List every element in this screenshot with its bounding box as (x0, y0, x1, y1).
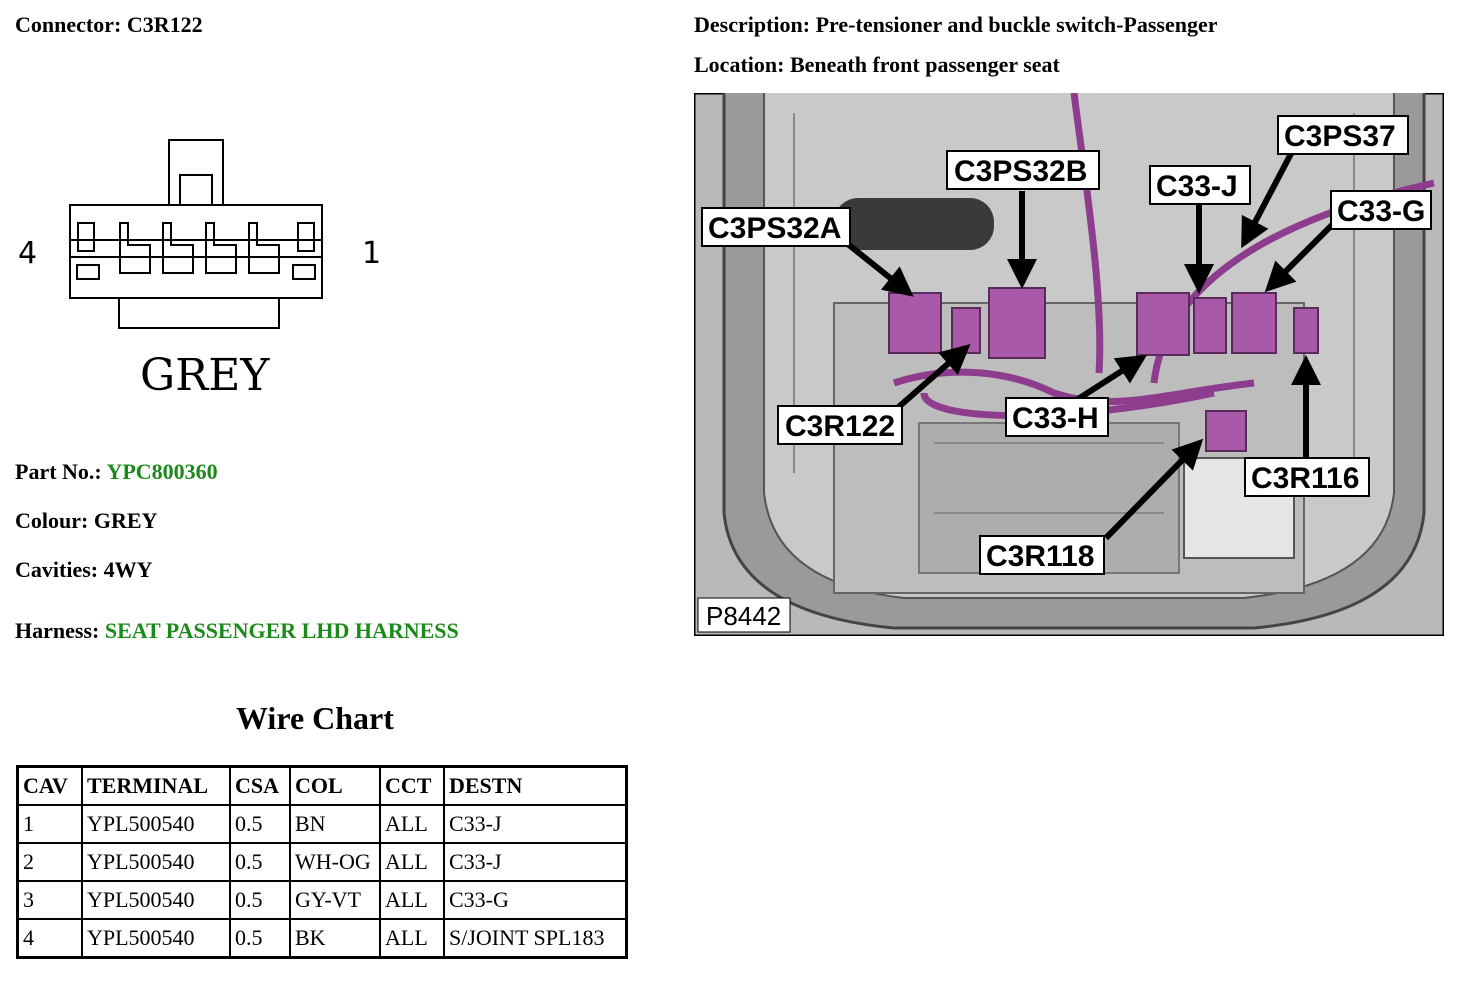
description-value: Pre-tensioner and buckle switch-Passenge… (815, 12, 1218, 37)
location-line: Location: Beneath front passenger seat (694, 52, 1060, 78)
table-row: 1 YPL500540 0.5 BN ALL C33-J (16, 804, 628, 844)
header-cav: CAV (16, 765, 83, 806)
table-row: 2 YPL500540 0.5 WH-OG ALL C33-J (16, 842, 628, 882)
colour-value: GREY (93, 508, 158, 533)
cavities-label: Cavities: (15, 557, 99, 582)
cell-col: BN (289, 804, 381, 844)
connector-line: Connector: C3R122 (15, 12, 203, 38)
callout-c3ps32b: C3PS32B (954, 155, 1087, 188)
callout-c3ps37: C3PS37 (1284, 120, 1396, 153)
part-no-line: Part No.: YPC800360 (15, 459, 218, 485)
header-terminal: TERMINAL (81, 765, 231, 806)
cell-cct: ALL (379, 842, 445, 882)
cell-csa: 0.5 (229, 880, 291, 920)
header-csa: CSA (229, 765, 291, 806)
harness-link[interactable]: SEAT PASSENGER LHD HARNESS (104, 618, 459, 643)
cavities-value: 4WY (103, 557, 153, 582)
cell-terminal: YPL500540 (81, 918, 231, 959)
cell-destn: C33-J (443, 842, 628, 882)
cell-terminal: YPL500540 (81, 842, 231, 882)
wire-chart-title: Wire Chart (236, 700, 394, 736)
pin-label-4: 4 (18, 236, 37, 271)
location-label: Location: (694, 52, 785, 77)
callout-c33-h: C33-H (1012, 402, 1099, 435)
callout-c3r118: C3R118 (986, 540, 1094, 573)
colour-label: Colour: (15, 508, 89, 533)
table-row: 3 YPL500540 0.5 GY-VT ALL C33-G (16, 880, 628, 920)
header-destn: DESTN (443, 765, 628, 806)
cell-cav: 2 (16, 842, 83, 882)
cell-csa: 0.5 (229, 842, 291, 882)
photo-reference: P8442 (706, 601, 781, 631)
cell-cct: ALL (379, 880, 445, 920)
cell-csa: 0.5 (229, 918, 291, 959)
location-value: Beneath front passenger seat (789, 52, 1060, 77)
cell-destn: C33-G (443, 880, 628, 920)
wire-chart-table: CAV TERMINAL CSA COL CCT DESTN 1 YPL5005… (16, 765, 628, 959)
cell-cct: ALL (379, 804, 445, 844)
cell-cct: ALL (379, 918, 445, 959)
callout-c33-j: C33-J (1156, 170, 1238, 203)
table-header-row: CAV TERMINAL CSA COL CCT DESTN (16, 765, 628, 806)
header-col: COL (289, 765, 381, 806)
cell-terminal: YPL500540 (81, 880, 231, 920)
harness-label: Harness: (15, 618, 100, 643)
drawing-colour-text: GREY (140, 350, 270, 401)
cell-terminal: YPL500540 (81, 804, 231, 844)
cavities-line: Cavities: 4WY (15, 557, 152, 583)
part-no-label: Part No.: (15, 459, 102, 484)
callout-c33-g: C33-G (1337, 195, 1425, 228)
description-line: Description: Pre-tensioner and buckle sw… (694, 12, 1217, 38)
header-cct: CCT (379, 765, 445, 806)
pin-label-1: 1 (362, 236, 381, 271)
location-photo: C3PS32B C3PS37 C33-J C33-G C3PS32A C3R12… (694, 93, 1444, 636)
connector-value: C3R122 (126, 12, 203, 37)
cell-col: BK (289, 918, 381, 959)
cell-csa: 0.5 (229, 804, 291, 844)
cell-cav: 3 (16, 880, 83, 920)
table-row: 4 YPL500540 0.5 BK ALL S/JOINT SPL183 (16, 918, 628, 959)
cell-cav: 4 (16, 918, 83, 959)
cell-destn: C33-J (443, 804, 628, 844)
part-no-link[interactable]: YPC800360 (106, 459, 218, 484)
callout-c3r116: C3R116 (1251, 462, 1359, 495)
cell-cav: 1 (16, 804, 83, 844)
callout-c3r122: C3R122 (785, 410, 895, 443)
harness-line: Harness: SEAT PASSENGER LHD HARNESS (15, 618, 459, 644)
cell-col: GY-VT (289, 880, 381, 920)
callout-c3ps32a: C3PS32A (708, 212, 841, 245)
description-label: Description: (694, 12, 811, 37)
cell-col: WH-OG (289, 842, 381, 882)
cell-destn: S/JOINT SPL183 (443, 918, 628, 959)
connector-label: Connector: (15, 12, 122, 37)
colour-line: Colour: GREY (15, 508, 157, 534)
connector-face-drawing: 4 1 GREY (18, 139, 381, 401)
